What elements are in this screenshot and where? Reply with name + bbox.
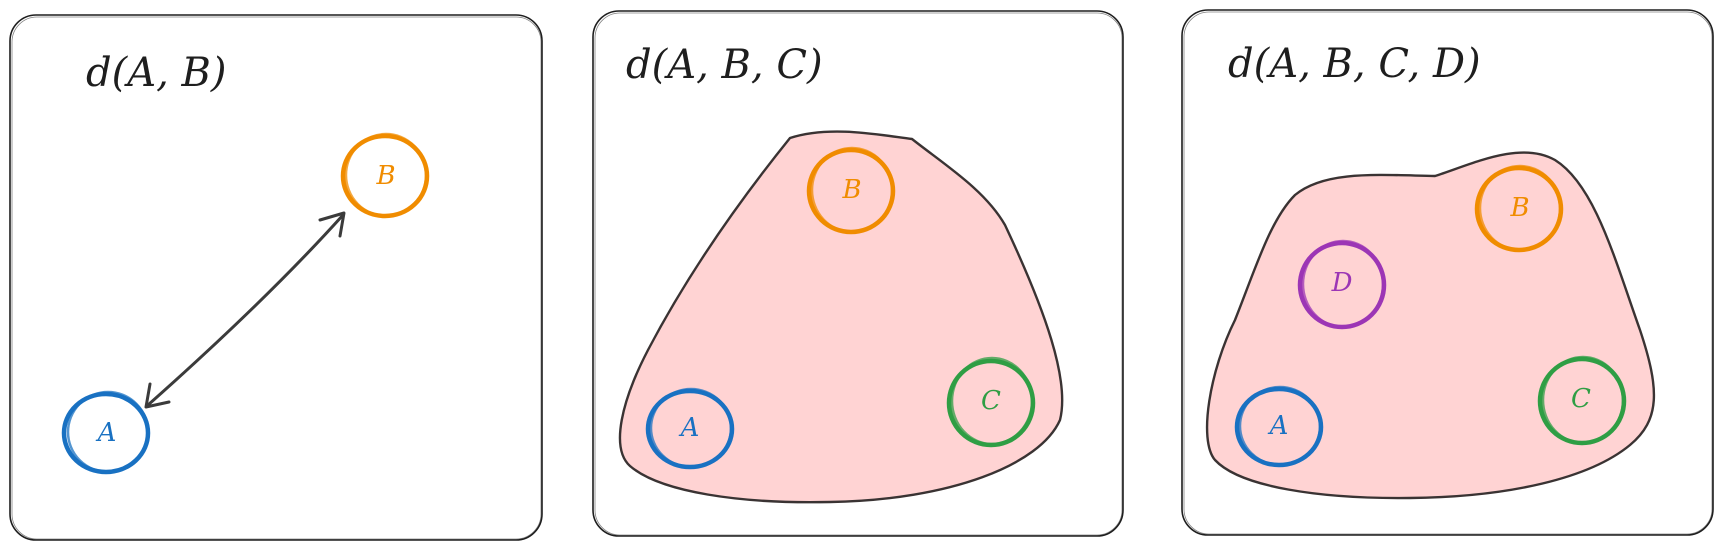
panel-3-frame-echo: [1183, 11, 1713, 535]
node-a-label: A: [96, 418, 117, 448]
panel-1-title: d(A, B): [86, 50, 227, 96]
panel-2-title: d(A, B, C): [626, 42, 823, 88]
node-b: B: [1474, 164, 1564, 253]
node-a-label: A: [1268, 411, 1289, 441]
node-c: C: [1537, 355, 1627, 446]
node-a-ring-echo: [649, 387, 733, 469]
node-c-ring-echo: [950, 356, 1034, 446]
node-d-label: D: [1331, 268, 1353, 298]
node-b: B: [806, 146, 896, 235]
node-a-ring-echo: [1238, 385, 1322, 467]
node-c-label: C: [1571, 384, 1591, 414]
node-a: A: [1234, 385, 1324, 468]
node-a: A: [61, 390, 151, 475]
node-b-ring-echo: [1478, 164, 1562, 252]
node-c-label: C: [981, 386, 1001, 416]
node-b-label: B: [375, 161, 395, 191]
distance-arrow: [144, 211, 346, 409]
node-b-label: B: [841, 175, 861, 205]
arrow-head-b: [318, 211, 346, 238]
node-c: C: [946, 356, 1036, 448]
node-b: B: [340, 132, 430, 219]
panel-1-frame-echo: [11, 16, 542, 540]
panel-1: d(A, B) A B: [9, 14, 543, 541]
panel-3-title: d(A, B, C, D): [1228, 41, 1481, 87]
node-a-label: A: [679, 413, 700, 443]
node-b-label: B: [1509, 193, 1529, 223]
node-a-ring-echo: [66, 390, 150, 474]
panel-2: d(A, B, C) B A C: [592, 10, 1124, 537]
panel-3: d(A, B, C, D) B D A C: [1181, 9, 1714, 536]
node-c-ring-echo: [1541, 355, 1625, 445]
node-d-ring-echo: [1301, 239, 1385, 329]
panel-1-frame: [9, 14, 543, 541]
arrow-shaft: [146, 213, 345, 407]
node-b-ring-echo: [344, 132, 428, 218]
arrow-head-a: [144, 382, 171, 409]
node-b-ring-echo: [810, 146, 894, 234]
panel-2-frame-echo: [594, 12, 1123, 536]
node-d: D: [1297, 239, 1387, 330]
node-a: A: [645, 387, 735, 470]
